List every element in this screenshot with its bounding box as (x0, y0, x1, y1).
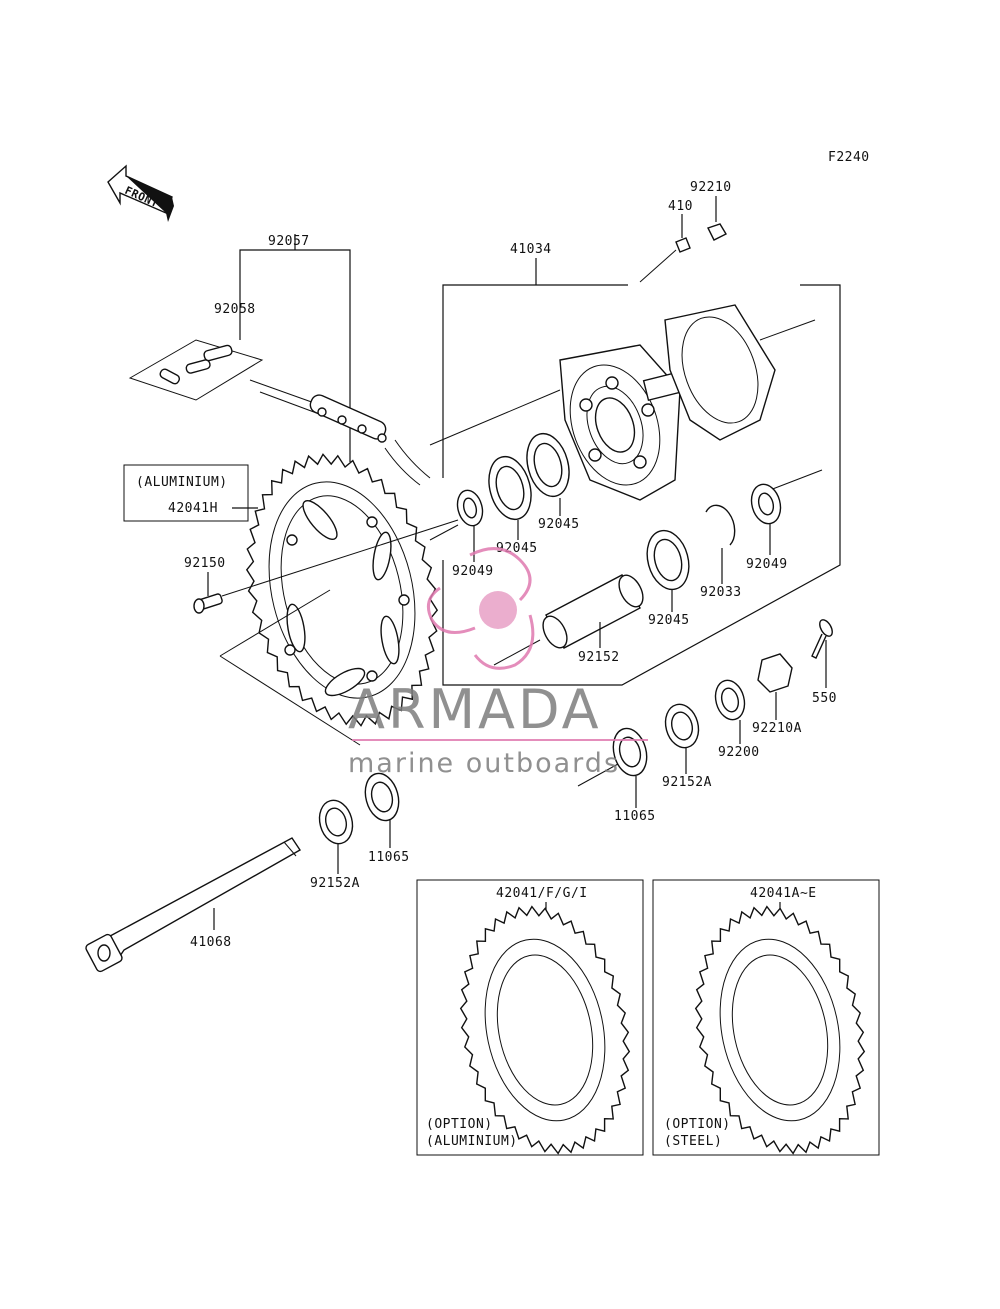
option-steel-note1: (OPTION) (664, 1117, 731, 1132)
watermark-tagline: marine outboards (348, 748, 620, 779)
bearing-92045-c (646, 529, 690, 591)
circlip-92033 (705, 504, 736, 546)
label-92210A: 92210A (752, 721, 802, 736)
collar-92152A-left (318, 799, 354, 845)
label-92049-b: 92049 (746, 557, 788, 572)
castle-nut-92210A (757, 653, 793, 693)
propeller-logo-icon (426, 547, 535, 670)
label-41034: 41034 (510, 242, 552, 257)
option-sprocket-aluminium (459, 905, 631, 1155)
label-92210: 92210 (690, 180, 732, 195)
label-410: 410 (668, 199, 693, 214)
rear-sprocket-42041H (245, 453, 439, 727)
front-arrow-icon: FRONT (107, 164, 174, 222)
label-92049-a: 92049 (452, 564, 494, 579)
label-92152A-b: 92152A (310, 876, 360, 891)
armada-watermark: ARMADA marine outboards (348, 547, 648, 779)
label-11065-a: 11065 (614, 809, 656, 824)
option-alu-note1: (OPTION) (426, 1117, 493, 1132)
seal-92049-a (456, 489, 484, 527)
watermark-brand: ARMADA (348, 678, 602, 741)
nut-92210 (707, 223, 727, 241)
washer-92200 (714, 679, 746, 721)
option-steel-code: 42041A~E (750, 886, 817, 901)
drive-chain (249, 379, 431, 486)
bearing-92045-b (488, 455, 532, 521)
seal-92049-b (750, 483, 782, 525)
label-92200: 92200 (718, 745, 760, 760)
label-92033: 92033 (700, 585, 742, 600)
label-11065-b: 11065 (368, 850, 410, 865)
option-sprocket-steel (694, 905, 866, 1155)
washer-410 (675, 237, 691, 253)
rear-hub-41034 (559, 304, 776, 501)
seal-11065-left (364, 772, 400, 822)
option-alu-code: 42041/F/G/I (496, 886, 588, 901)
bearing-92045-a (526, 432, 570, 498)
label-550: 550 (812, 691, 837, 706)
sprocket-bolt-92150 (193, 593, 223, 614)
label-92152: 92152 (578, 650, 620, 665)
cotter-pin-550 (811, 619, 833, 659)
label-92150: 92150 (184, 556, 226, 571)
option-box-steel: 42041A~E (OPTION) (STEEL) (652, 879, 880, 1156)
label-42041H: 42041H (168, 501, 218, 516)
label-92152A-a: 92152A (662, 775, 712, 790)
figure-code: F2240 (828, 150, 870, 165)
label-92045-c: 92045 (648, 613, 690, 628)
spacer-92152 (542, 574, 644, 649)
label-92058: 92058 (214, 302, 256, 317)
axle-41068 (85, 837, 301, 973)
master-link-kit (128, 339, 264, 401)
label-aluminium: (ALUMINIUM) (136, 475, 228, 490)
collar-92152A-right (664, 703, 700, 749)
label-92057: 92057 (268, 234, 310, 249)
label-41068: 41068 (190, 935, 232, 950)
option-box-aluminium: 42041/F/G/I (OPTION) (ALUMINIUM) (416, 879, 644, 1156)
label-92045-a: 92045 (538, 517, 580, 532)
option-steel-note2: (STEEL) (664, 1134, 722, 1149)
option-alu-note2: (ALUMINIUM) (426, 1134, 518, 1149)
